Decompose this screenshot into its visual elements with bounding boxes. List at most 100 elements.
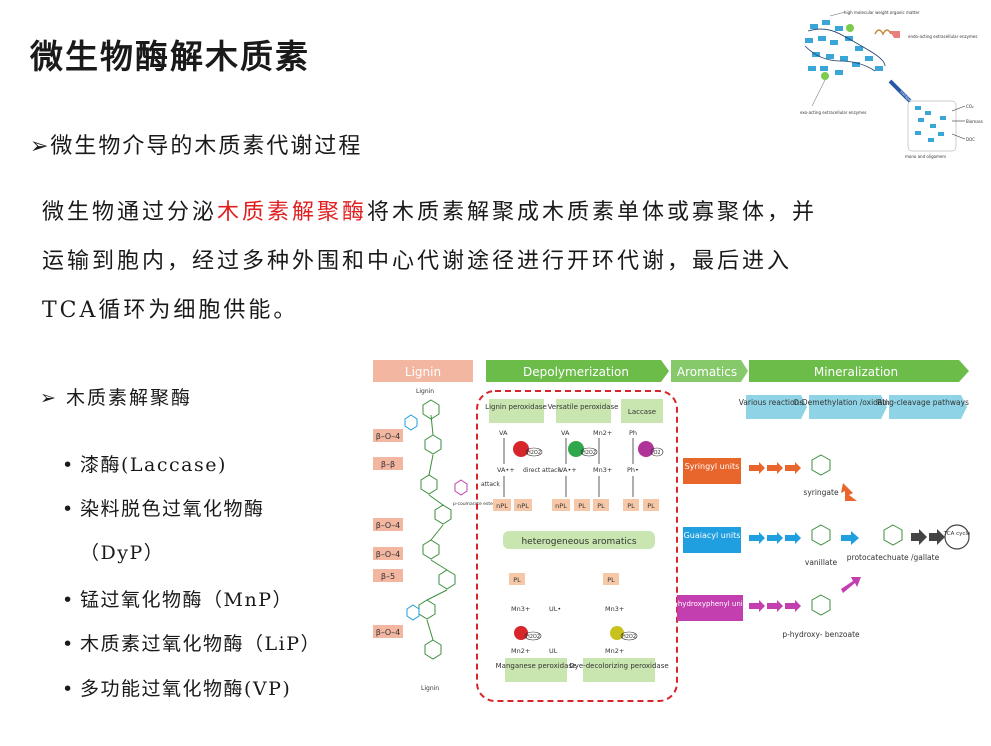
enzyme-label: 木质素过氧化物酶（LiP）	[80, 633, 321, 655]
tca-cycle-icon	[944, 524, 970, 550]
enzyme-item-continuation: （DyP）	[80, 542, 165, 564]
lip-enzyme-icon	[513, 441, 529, 457]
enzyme-action-thumbnail: high molecular weight organic matter end…	[800, 10, 983, 159]
lignin-degradation-figure: Lignin Depolymerization Aromatics Minera…	[373, 360, 971, 702]
mineral-step-label: Various reactions	[739, 398, 804, 407]
stage-header-mineralization	[749, 360, 969, 382]
bullet: •	[62, 589, 75, 611]
unit-box-phydroxyphenyl	[677, 595, 743, 621]
substrate-chip	[509, 573, 525, 585]
chip-label: nPL	[496, 502, 508, 510]
laccase-enzyme-icon	[638, 441, 654, 457]
substrate-chips: nPL nPL nPL PL PL PL PL	[493, 499, 659, 511]
cofactor-label: O2	[653, 450, 660, 456]
page-title: 微生物酶解木质素	[30, 37, 310, 76]
chip-label: PL	[607, 576, 615, 584]
mnp-enzyme-icon	[514, 626, 528, 640]
stage-header-aromatics	[671, 360, 748, 382]
bond-label: β–O–4	[376, 628, 401, 637]
unit-box-guaiacyl	[683, 527, 741, 553]
enzyme-box-vp	[556, 399, 611, 423]
stage-header-lignin	[373, 360, 473, 382]
unit-label: Guaiacyl units	[684, 531, 741, 540]
bond-labels: β–O–4 β–β β–O–4 β–O–4 β–5 β–O–4	[373, 429, 403, 638]
stage-label: Aromatics	[677, 365, 737, 379]
phydroxy-arrow	[841, 577, 861, 593]
cofactor-label: H2O2	[527, 450, 541, 456]
chip-label: nPL	[517, 502, 529, 510]
lignin-polymer	[418, 399, 456, 660]
section-subtitle: ➢微生物介导的木质素代谢过程	[30, 134, 363, 159]
bond-label: β–β	[381, 460, 395, 469]
cofactor-label: H2O2	[582, 450, 596, 456]
stage-label: Lignin	[405, 365, 441, 379]
stage-label: Mineralization	[814, 365, 898, 379]
bullet: •	[62, 454, 75, 476]
stage-header-depolymerization	[486, 360, 669, 382]
paragraph-line-1: 微生物通过分泌木质素解聚酶将木质素解聚成木质素单体或寡聚体，并	[42, 194, 817, 226]
protocatechuate-label: protocatechuate /gallate	[847, 553, 940, 562]
mediator-label: Mn3+	[605, 605, 624, 613]
mediator-label: Ph•	[627, 466, 639, 474]
mediator-label: Mn3+	[511, 605, 530, 613]
thumb-label-co2: CO₂	[966, 104, 974, 109]
tca-label: TCA cycle	[943, 531, 971, 537]
enzyme-label: 锰过氧化物酶（MnP）	[80, 589, 293, 611]
enzyme-item: •染料脱色过氧化物酶	[62, 494, 265, 521]
enzyme-box-label: Manganese peroxidase	[496, 662, 577, 670]
heterogeneous-aromatics-bar	[503, 531, 655, 549]
bond-label: β–O–4	[376, 521, 401, 530]
thumb-label-biomass: Biomass	[966, 119, 983, 124]
bullet: •	[62, 678, 75, 700]
enzyme-box-mnp	[505, 658, 567, 682]
paragraph-line-3: TCA循环为细胞供能。	[42, 298, 299, 323]
enzyme-dashed-frame	[476, 390, 678, 702]
enzyme-box-label: Dye-decolorizing peroxidase	[569, 662, 668, 670]
enzyme-box-lip	[489, 399, 544, 423]
thumb-label-hmw: high molecular weight organic matter	[844, 10, 920, 15]
paragraph-line-2: 运输到胞内，经过多种外围和中心代谢途径进行开环代谢，最后进入	[42, 249, 793, 274]
thumb-label-endo: endo-acting extracellular enzymes	[908, 34, 977, 39]
polymer-cluster	[805, 20, 883, 75]
vp-enzyme-icon	[568, 441, 584, 457]
enzyme-label: 漆酶(Laccase)	[80, 454, 227, 476]
cofactor-label: H2O2	[526, 634, 540, 640]
thumb-label-exo: exo-acting extracellular enzymes	[800, 110, 867, 115]
enzyme-item: •锰过氧化物酶（MnP）	[62, 585, 293, 612]
heterogeneous-aromatics-label: heterogeneous aromatics	[521, 537, 636, 547]
pcoumarate-ring	[454, 479, 468, 496]
thumb-label-transport: transporters	[899, 90, 917, 108]
chip-label: PL	[647, 502, 655, 510]
pcoumarate-label: p-coumarate ester	[453, 501, 495, 507]
tca-arrow	[929, 529, 945, 545]
mediator-label: UL	[549, 647, 558, 655]
thumb-label-doc: DOC	[966, 137, 975, 142]
vanillate-arrow	[841, 531, 859, 545]
lignin-label-top: Lignin	[416, 388, 434, 395]
enzyme-list-heading: ➢ 木质素解聚酶	[40, 387, 192, 409]
bullet: •	[62, 498, 75, 520]
mineral-step-label: O-Demethylation /oxidation	[793, 398, 897, 407]
dyp-enzyme-icon	[610, 626, 624, 640]
mediator-label: VA	[561, 429, 570, 437]
enzyme-box-label: Laccase	[628, 408, 656, 416]
unit-box-syringyl	[683, 458, 741, 484]
enzyme-icon	[821, 72, 829, 80]
paragraph-text: 将木质素解聚成木质素单体或寡聚体，并	[367, 200, 818, 225]
mediator-label: VA	[499, 429, 508, 437]
product-molecules	[811, 454, 903, 616]
product-label: vanillate	[805, 558, 838, 567]
arrow-lines	[503, 438, 634, 497]
mineral-step-label: Ring-cleavage pathways	[877, 398, 969, 407]
enzyme-item: •漆酶(Laccase)	[62, 450, 227, 477]
mediator-label: UL•	[549, 605, 561, 613]
unit-arrows	[749, 462, 801, 612]
product-label: p-hydroxy- benzoate	[782, 630, 860, 639]
mediator-label: VA•+	[497, 466, 515, 474]
lignin-label-bottom: Lignin	[421, 685, 439, 692]
enzyme-box-label: Versatile peroxidase	[548, 403, 619, 411]
substrate-chip	[603, 573, 619, 585]
unit-label: Syringyl units	[685, 462, 740, 471]
tca-arrow	[911, 529, 927, 545]
mediator-label: Ph	[629, 429, 637, 437]
